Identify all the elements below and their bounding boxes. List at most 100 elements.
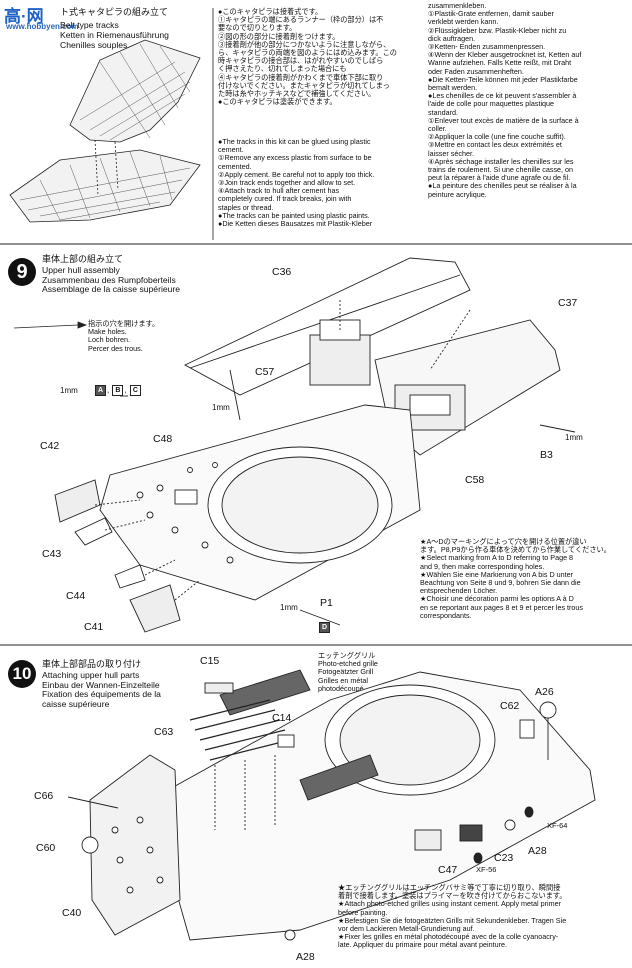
part-label-c60: C60 (36, 842, 56, 854)
note-line: ①Plastik-Grate entfernen, damit sauber (428, 9, 554, 19)
note-line: cemented. (218, 161, 252, 171)
part-label-a28: A28 (528, 845, 547, 857)
step-10-title-line: caisse supérieure (42, 698, 110, 709)
watermark-logo: 高·网 (4, 2, 44, 27)
part-label-a26: A26 (535, 686, 554, 698)
note-line: ●Die Ketten-Teile können mit jeder Plast… (428, 74, 578, 84)
top-title-block: Belt type tracks Ketten in Riemenausführ… (60, 20, 169, 50)
marking-d-box: D (319, 622, 330, 633)
note-line: ②Appliquer la colle (une fine couche suf… (428, 132, 566, 142)
note-line: ②図の形の部分に接着剤をつけます。 (218, 31, 340, 41)
note-line: verklebt werden kann. (428, 17, 499, 27)
note-line: ●The tracks can be painted using plastic… (218, 210, 370, 220)
drill-note: 指示の穴を開けます。 Make holes. Loch bohren. Perc… (88, 319, 160, 353)
note-line: ●The tracks in this kit can be glued usi… (218, 137, 371, 146)
note-line: ●Die Ketten dieses Bausatzes mit Plastik… (218, 219, 373, 229)
note-line: ④Attach track to hull after cement has (218, 186, 340, 196)
note-line: ★Attach photo-etched grilles using insta… (338, 899, 561, 909)
drill-note-jp: 指示の穴を開けます。 (88, 319, 160, 328)
top-title-line-fr: Chenilles souples (60, 40, 128, 50)
note-line: ④Après séchage installer les chenilles s… (428, 156, 574, 166)
note-line: trains de roulement. Si une chenille cas… (428, 165, 574, 175)
top-title-jp: ト式キャタピラの組み立て (60, 7, 169, 17)
step-9-title-jp: 車体上部の組み立て (42, 254, 124, 264)
note-line: ●La peinture des chenilles peut se réali… (428, 181, 577, 191)
note-line: ★Select marking from A to D referring to… (420, 553, 574, 563)
hole-size-label: 1mm (212, 403, 230, 412)
note-line: Beachtung von Seite 8 und 9, bohren Sie … (420, 578, 581, 588)
note-line: and 9, then make corresponding holes. (420, 561, 545, 571)
note-line: ④Wenn der Kleber ausgetrocknet ist, Kett… (428, 50, 582, 60)
note-line: ★Choisir une décoration parmi les option… (420, 594, 574, 604)
note-line: correspondants. (420, 610, 472, 620)
note-line: ★Befestigen Sie die fotogeätzten Grills … (338, 915, 567, 925)
grille-label: エッチンググリル Photo-etched grille Fotogeätzte… (318, 651, 378, 693)
part-label-c48: C48 (153, 433, 173, 445)
marking-c: C (129, 385, 141, 396)
top-title-line-de: Ketten in Riemenausführung (60, 30, 169, 40)
note-line: ③Mettre en contact les deux extrémités e… (428, 140, 562, 150)
step-10-title-block: Attaching upper hull parts Einbau der Wa… (42, 670, 161, 709)
note-line: laisser sécher. (428, 148, 474, 158)
note-line: standard. (428, 107, 458, 117)
step-10-title-line: Fixation des équipements de la (42, 689, 161, 700)
note-line: oder Faden zusammenheften. (428, 66, 524, 76)
note-line: ★Wählen Sie eine Markierung von A bis D … (420, 569, 574, 579)
step-9-number: 9 (8, 258, 36, 286)
note-line: ●このキャタピラは塗装ができます。 (218, 97, 337, 107)
marking-a: A (95, 385, 106, 396)
hole-size-label: 1mm (565, 433, 583, 442)
note-line: ②Flüssigkleber bzw. Plastik-Kleber nicht… (428, 25, 567, 35)
part-label-c44: C44 (66, 590, 86, 602)
note-line: ★Fixer les grilles en métal photodécoupé… (338, 932, 559, 942)
part-label-c57: C57 (255, 366, 275, 378)
step-10-title-line: Einbau der Wannen-Einzelteile (42, 679, 160, 690)
part-label-c36: C36 (272, 266, 292, 278)
marking-abc: A, B, C (94, 385, 142, 396)
note-line: 付けないでください。またキャタピラが切れてしまっ (218, 80, 390, 90)
part-label-c15: C15 (200, 655, 220, 667)
note-line: before painting. (338, 907, 388, 917)
note-line: ①キャタピラの端にあるランナー（枠の部分）は不 (218, 15, 384, 25)
note-line: 要なので切りとります。 (218, 23, 297, 33)
hole-size-label: 1mm (60, 386, 78, 395)
watermark-brand: 高·网 (4, 7, 44, 26)
drill-note-line: Percer des trous. (88, 343, 143, 353)
part-label-c43: C43 (42, 548, 62, 560)
marking-b: B (112, 385, 124, 396)
part-label-p1: P1 (320, 597, 333, 609)
note-line: ①Remove any excess plastic from surface … (218, 153, 372, 163)
hole-size-label: 1mm (280, 603, 298, 612)
step-9-note: ★A～Dのマーキングによって穴を開ける位置が違い ます。P8,P9から作る車体を… (420, 537, 611, 620)
top-notes-en: ●The tracks in this kit can be glued usi… (218, 137, 374, 229)
step-10-note: ★エッチンググリルはエッチングバサミ等で丁寧に切り取り、瞬間接 着剤で接着します… (338, 883, 567, 950)
part-label-a28: A28 (296, 951, 315, 963)
note-line: dick auftragen. (428, 33, 476, 43)
note-line: ★エッチンググリルはエッチングバサミ等で丁寧に切り取り、瞬間接 (338, 883, 561, 892)
part-label-c37: C37 (558, 297, 578, 309)
step-9-title-block: Upper hull assembly Zusammenbau des Rump… (42, 265, 180, 295)
marking-d: D (318, 622, 331, 633)
note-line: en se reportant aux pages 8 et 9 et perc… (420, 602, 584, 612)
drill-note-line: Loch bohren. (88, 335, 130, 345)
top-notes-jp: ●このキャタピラは接着式です。 ①キャタピラの端にあるランナー（枠の部分）は不 … (218, 7, 397, 107)
top-title-line-en: Belt type tracks (60, 20, 119, 30)
part-label-c40: C40 (62, 907, 82, 919)
note-line: coller. (428, 124, 447, 134)
step-9-title-line: Upper hull assembly (42, 265, 120, 275)
note-line: late. Appliquer du primaire pour métal a… (338, 940, 508, 950)
step-9-title-line: Zusammenbau des Rumpfoberteils (42, 274, 176, 285)
note-line: 時キャタピラの接合部は、はがれやすいのでしばら (218, 56, 384, 66)
part-label-c63: C63 (154, 726, 174, 738)
part-label-c66: C66 (34, 790, 54, 802)
note-line: ③Ketten- Enden zusammenpressen. (428, 42, 546, 52)
note-line: vor dem Lackieren Metall-Grundierung auf… (338, 924, 475, 934)
note-line: l'aide de colle pour maquettes plastique (428, 99, 555, 109)
note-line: Wanne aufziehen. Falls Kette reißt, mit … (428, 58, 572, 68)
part-label-c14: C14 (272, 712, 292, 724)
note-line: ④キャタピラの接着剤がかわくまで車体下部に取り (218, 72, 384, 82)
note-line: ①Enlever tout excès de matière de la sur… (428, 115, 579, 125)
part-label-c42: C42 (40, 440, 60, 452)
note-line: く押さえたり、切れてしまった場合にも (218, 64, 347, 74)
note-line: peut la réparer à l'aide d'une agrafe ou… (428, 173, 571, 183)
